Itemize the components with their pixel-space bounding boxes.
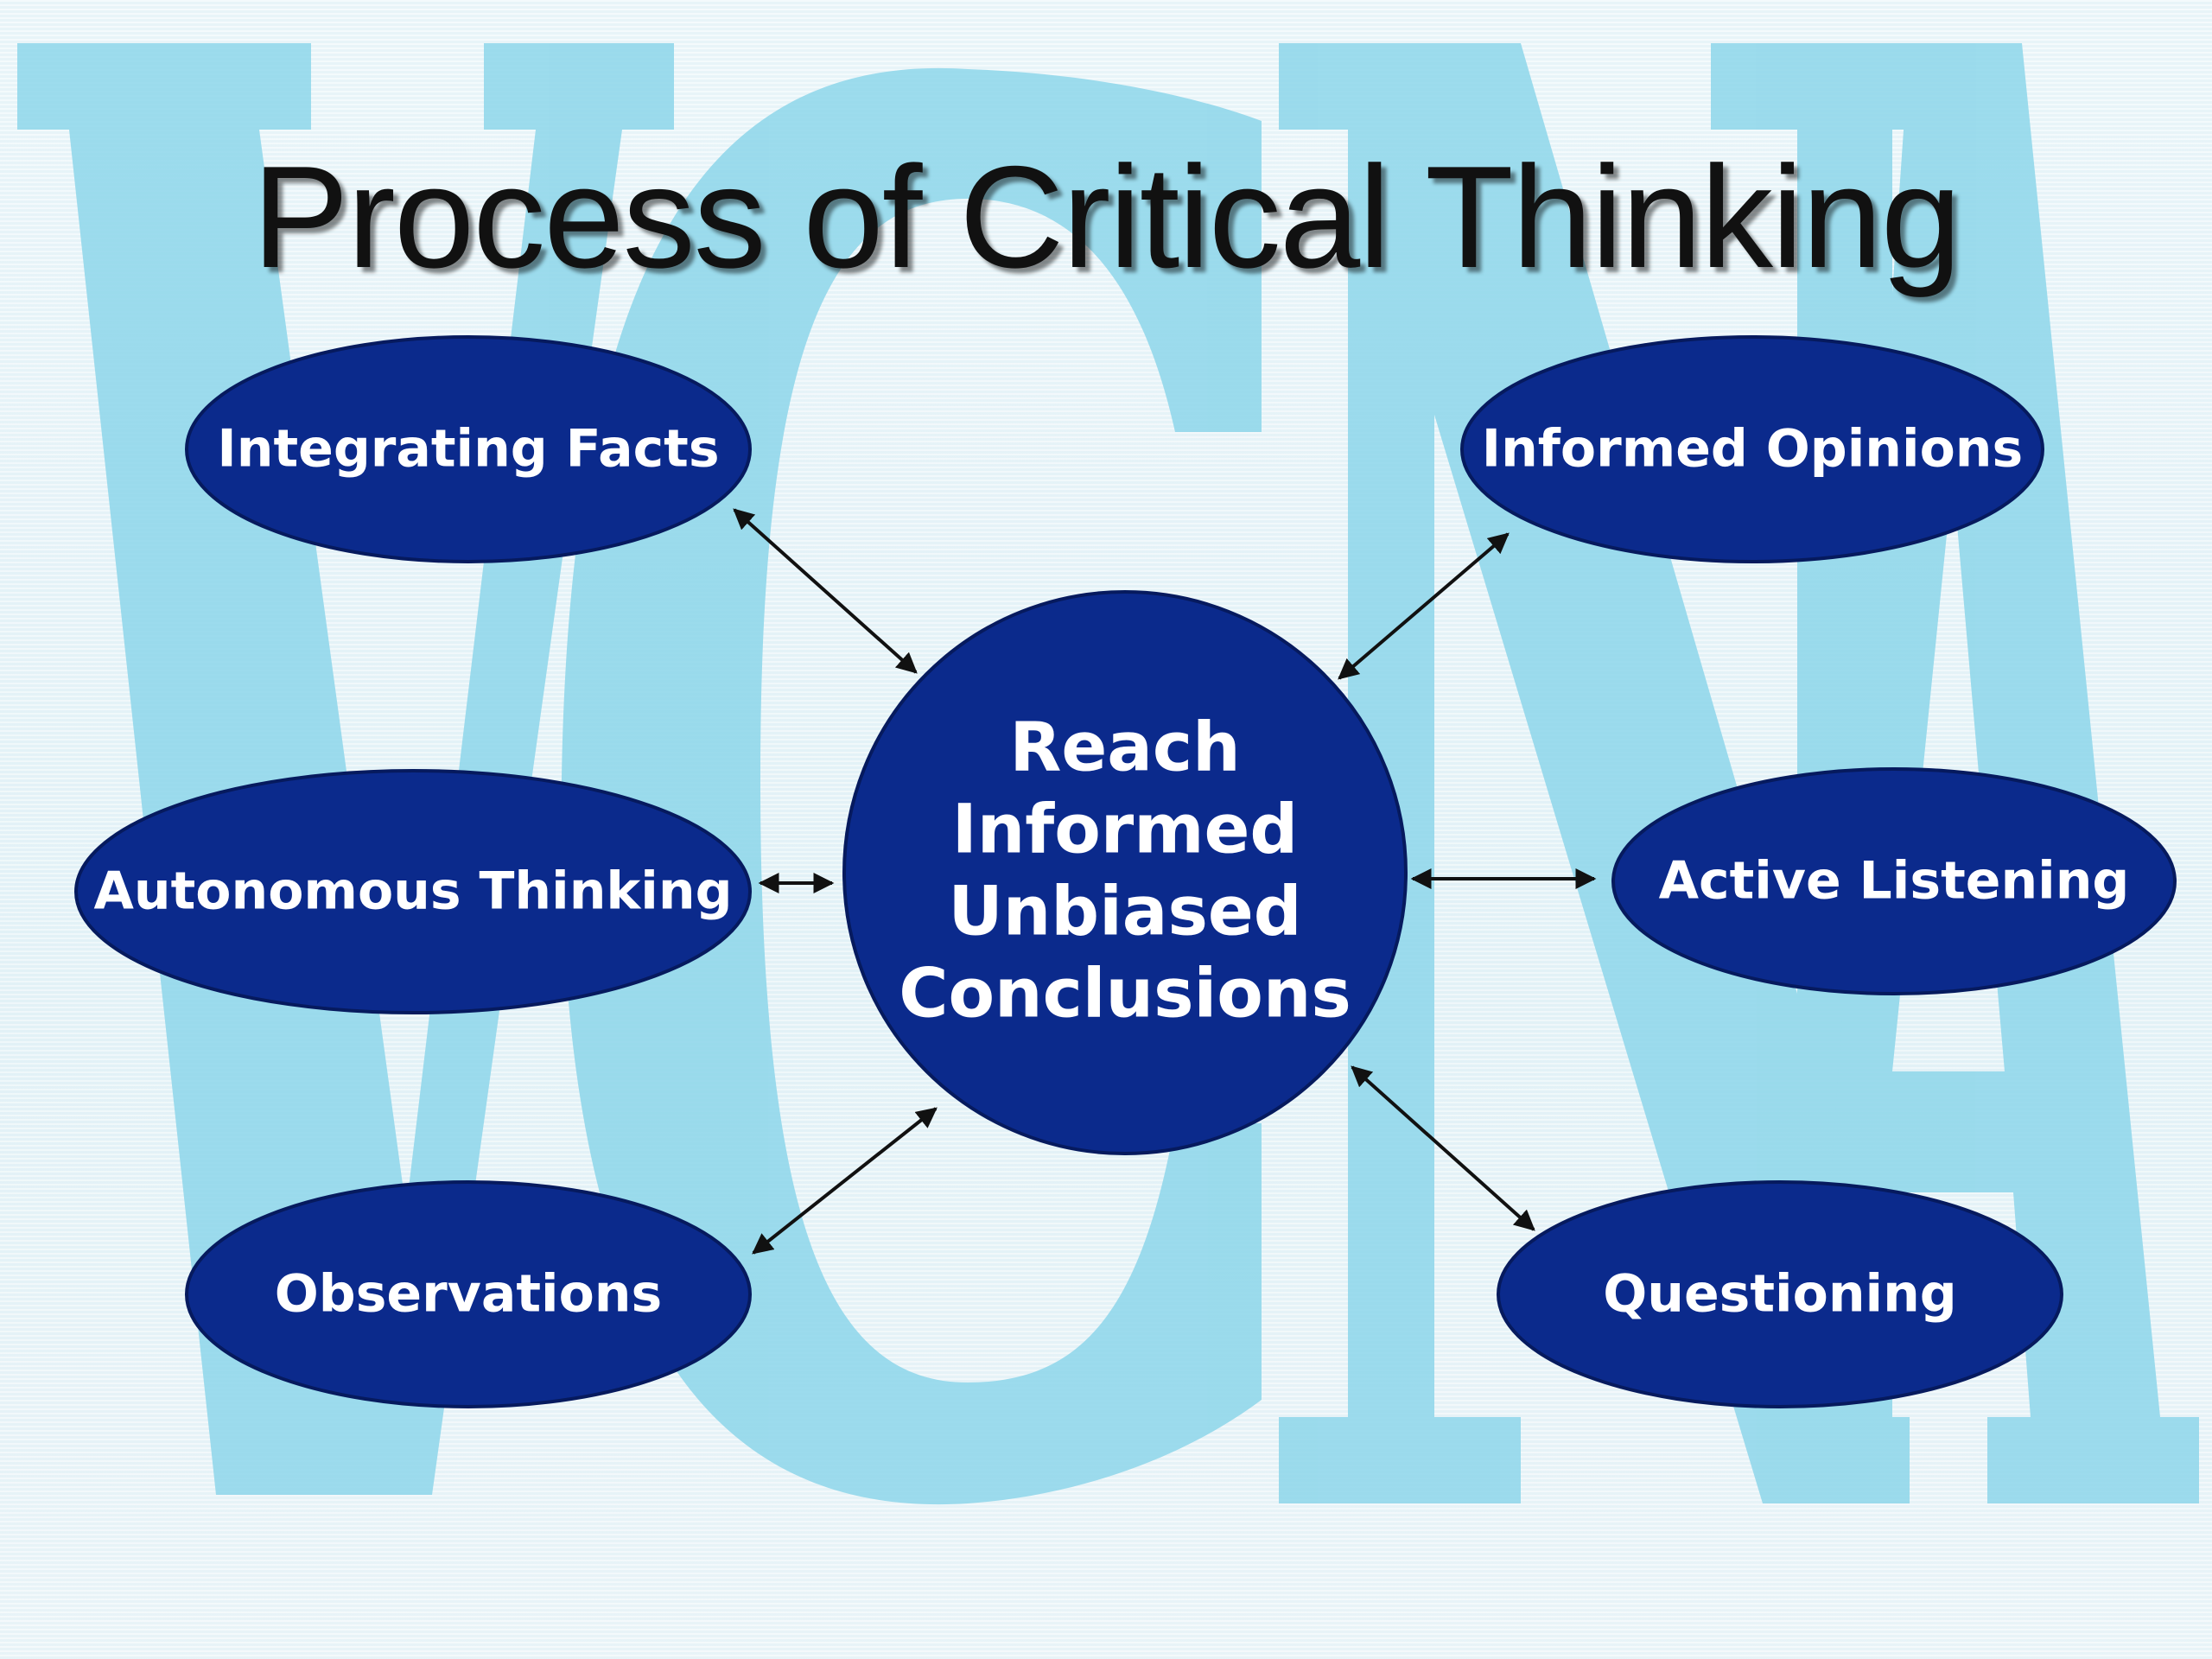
node-ellipse: [185, 335, 752, 563]
node-informed-opinions: Informed Opinions: [1460, 335, 2044, 563]
center-line-4: Conclusions: [899, 955, 1351, 1033]
node-ellipse: [74, 769, 752, 1014]
node-ellipse: [1611, 767, 2177, 995]
node-label: Informed Opinions: [1482, 419, 2023, 480]
node-ellipse: [1460, 335, 2044, 563]
center-circle: [842, 590, 1408, 1155]
center-line-1: Reach: [1009, 709, 1240, 786]
node-observations: Observations: [185, 1180, 752, 1408]
arrow-integrating-facts: [733, 508, 918, 674]
node-label: Active Listening: [1659, 851, 2130, 912]
arrow-questioning: [1351, 1065, 1535, 1231]
node-label: Observations: [275, 1264, 662, 1325]
node-label: Integrating Facts: [217, 419, 719, 480]
center-line-2: Informed: [952, 791, 1299, 868]
node-label: Questioning: [1603, 1264, 1957, 1325]
node-label: Autonomous Thinking: [93, 861, 732, 922]
page-title: Process of Critical Thinking: [251, 136, 1961, 298]
arrow-informed-opinions: [1338, 532, 1510, 680]
connector-group: [733, 508, 1597, 1255]
node-integrating-facts: Integrating Facts: [185, 335, 752, 563]
node-autonomous-thinking: Autonomous Thinking: [74, 769, 752, 1014]
center-node: Reach Informed Unbiased Conclusions: [842, 590, 1408, 1155]
watermark-letter-n: [1279, 43, 1927, 1503]
node-questioning: Questioning: [1497, 1180, 2063, 1408]
arrow-observations: [752, 1107, 938, 1255]
node-ellipse: [185, 1180, 752, 1408]
node-ellipse: [1497, 1180, 2063, 1408]
center-line-3: Unbiased: [948, 873, 1301, 950]
node-active-listening: Active Listening: [1611, 767, 2177, 995]
